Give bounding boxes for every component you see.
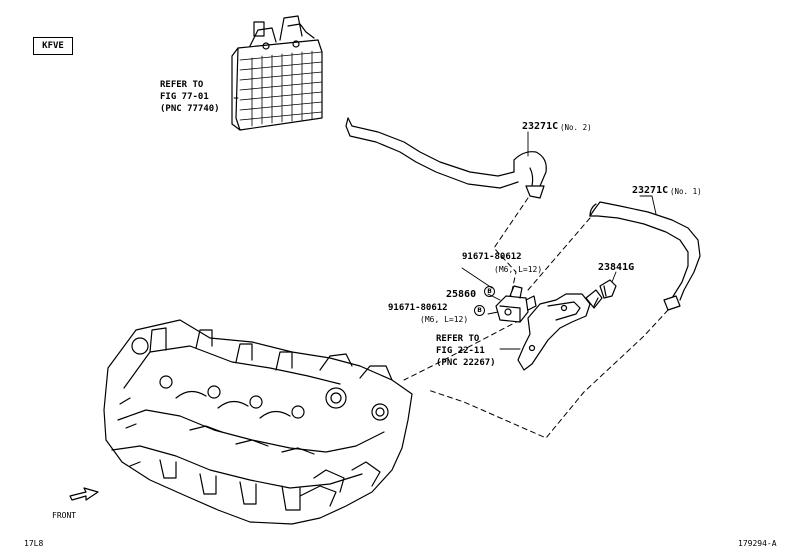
bolt-lower-callout: B	[474, 305, 485, 316]
front-arrow-drawing	[69, 487, 99, 501]
front-label: FRONT	[52, 511, 77, 520]
footer-left-code: 17L8	[24, 539, 44, 548]
routing-lines	[403, 197, 669, 439]
bracket-drawing	[517, 289, 603, 371]
bolt-lower-spec: (M6, L=12)	[420, 315, 469, 324]
engine-code-tag: KFVE	[33, 37, 73, 55]
hose-clip-drawing	[593, 279, 617, 307]
bolt-upper-spec: (M6, L=12)	[494, 265, 543, 274]
vsv-part-number: 25860	[446, 289, 477, 300]
canister-ref-line3: (PNC 77740)	[160, 104, 220, 114]
charcoal-canister-drawing	[231, 15, 323, 131]
hose-no1-note: (No. 1)	[670, 187, 702, 196]
vsv-drawing	[495, 285, 537, 323]
canister-ref-line2: FIG 77-01	[160, 92, 209, 102]
hose-no2-part-number: 23271C	[522, 121, 559, 132]
hose-no1-drawing	[589, 201, 701, 311]
footer-right-code: 179294-A	[738, 539, 777, 548]
bolt-upper-part-number: 91671-80612	[462, 252, 522, 262]
hose-no1-part-number: 23271C	[632, 185, 669, 196]
bracket-ref-line3: (PNC 22267)	[436, 358, 496, 368]
canister-ref-line1: REFER TO	[160, 80, 204, 90]
engine-assembly-drawing	[103, 319, 413, 525]
bolt-upper-callout: B	[484, 286, 495, 297]
bracket-ref-line1: REFER TO	[436, 334, 480, 344]
hose-no2-drawing	[345, 117, 547, 199]
bracket-ref-line2: FIG 22-11	[436, 346, 485, 356]
bolt-lower-part-number: 91671-80612	[388, 303, 448, 313]
hose-no2-note: (No. 2)	[560, 123, 592, 132]
leader-lines	[233, 97, 657, 350]
hose-clip-part-number: 23841G	[598, 262, 635, 273]
